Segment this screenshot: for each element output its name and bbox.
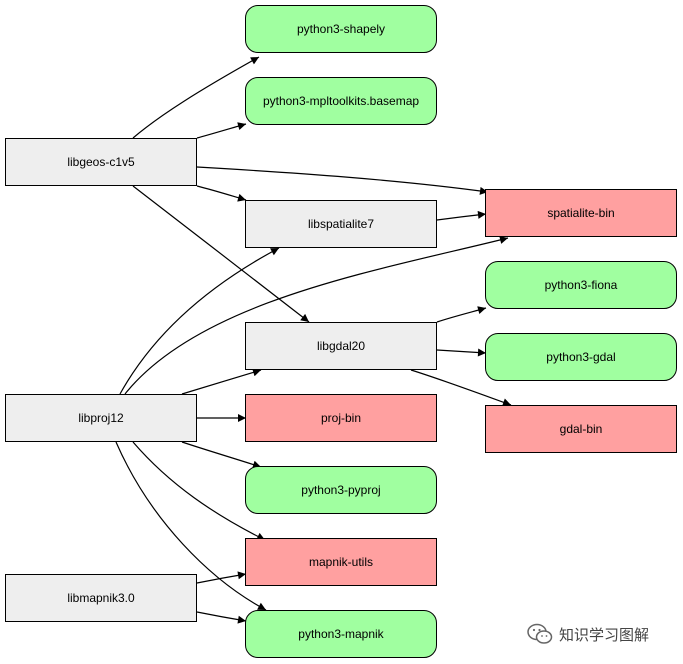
- edge-libproj12-to-python3-mapnik: [115, 441, 267, 611]
- node-proj-bin: proj-bin: [245, 394, 437, 442]
- wechat-icon: [527, 623, 553, 644]
- node-python3-pyproj: python3-pyproj: [245, 466, 437, 514]
- edge-libgeos-c1v5-to-spatialite-bin: [196, 166, 489, 195]
- node-libproj12: libproj12: [5, 394, 197, 442]
- edge-libmapnik3-0-to-mapnik-utils: [196, 571, 247, 584]
- watermark: 知识学习图解: [527, 622, 649, 646]
- node-python3-mpltoolkits-basemap: python3-mpltoolkits.basemap: [245, 77, 437, 125]
- edge-libgdal20-to-python3-gdal: [436, 348, 487, 357]
- edge-libproj12-to-spatialite-bin: [124, 236, 509, 395]
- edge-libgdal20-to-python3-fiona: [436, 306, 487, 323]
- edge-libspatialite7-to-spatialite-bin: [436, 210, 487, 221]
- watermark-text: 知识学习图解: [559, 626, 650, 644]
- edge-libgeos-c1v5-to-libspatialite7: [196, 185, 247, 202]
- edge-libproj12-to-libspatialite7: [119, 247, 280, 395]
- node-python3-gdal: python3-gdal: [485, 333, 677, 381]
- node-libspatialite7: libspatialite7: [245, 200, 437, 248]
- node-python3-fiona: python3-fiona: [485, 261, 677, 309]
- edge-libproj12-to-python3-pyproj: [181, 441, 262, 469]
- edge-libgeos-c1v5-to-python3-shapely: [132, 56, 260, 139]
- node-libmapnik3-0: libmapnik3.0: [5, 574, 197, 622]
- node-libgeos-c1v5: libgeos-c1v5: [5, 138, 197, 186]
- edge-libproj12-to-libgdal20: [181, 368, 262, 395]
- edge-libgdal20-to-gdal-bin: [410, 369, 512, 407]
- edge-libgeos-c1v5-to-python3-mpltoolkits-basemap: [196, 122, 247, 139]
- node-gdal-bin: gdal-bin: [485, 405, 677, 453]
- edge-libmapnik3-0-to-python3-mapnik: [196, 611, 247, 624]
- node-python3-mapnik: python3-mapnik: [245, 610, 437, 658]
- node-python3-shapely: python3-shapely: [245, 5, 437, 53]
- node-mapnik-utils: mapnik-utils: [245, 538, 437, 586]
- node-libgdal20: libgdal20: [245, 322, 437, 370]
- edge-libproj12-to-mapnik-utils: [132, 441, 266, 541]
- edge-libgeos-c1v5-to-libgdal20: [132, 185, 310, 323]
- node-spatialite-bin: spatialite-bin: [485, 189, 677, 237]
